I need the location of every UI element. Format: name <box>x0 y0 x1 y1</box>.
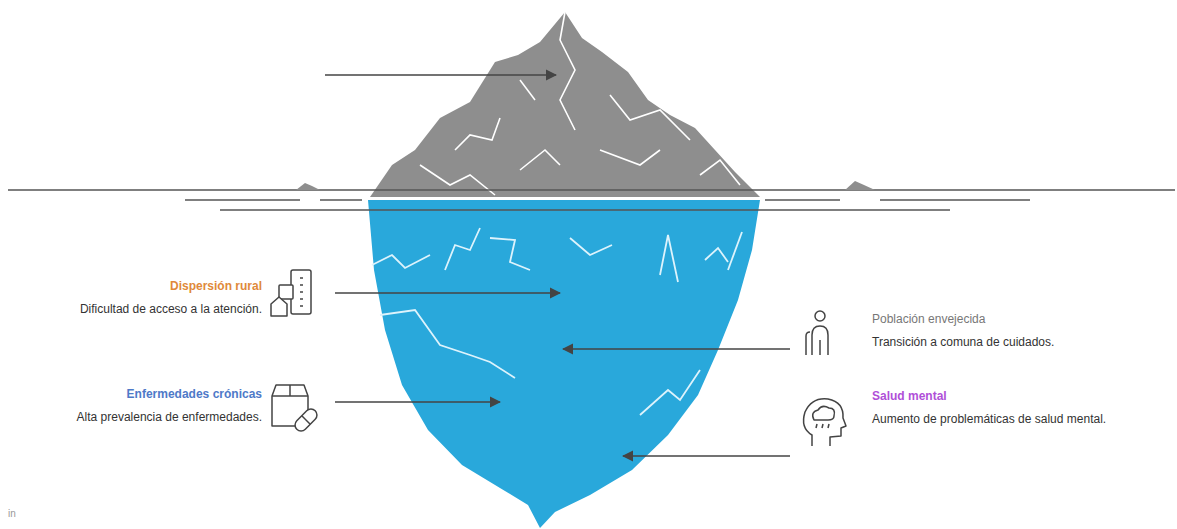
small-ice <box>845 181 875 190</box>
callout-body: Aumento de problemáticas de salud mental… <box>872 412 1175 426</box>
callout-body: Transición a comuna de cuidados. <box>872 335 1172 349</box>
medicine-icon <box>272 385 319 433</box>
waterline <box>8 190 1175 210</box>
iceberg-underwater <box>368 200 760 528</box>
leader-arrow <box>325 74 556 76</box>
leader-arrows <box>325 75 790 456</box>
callout-heading: Población envejecida <box>872 312 1172 326</box>
callout-heading: Enfermedades crónicas <box>2 387 262 401</box>
underwater-cracks <box>372 228 742 415</box>
leader-arrow <box>335 292 560 294</box>
building-icon <box>271 270 311 316</box>
mental-health-icon <box>804 399 846 446</box>
callout-heading: Salud mental <box>872 389 1172 403</box>
callout-body: Alta prevalencia de enfermedades. <box>2 410 262 424</box>
elderly-icon <box>806 311 828 355</box>
leader-arrow <box>335 401 500 403</box>
tip-cracks <box>420 12 740 195</box>
iceberg-tip <box>370 12 760 197</box>
callout-heading: Dispersión rural <box>2 279 262 293</box>
watermark: in <box>8 508 68 520</box>
leader-arrow <box>563 348 790 350</box>
callout-body: Dificultad de acceso a la atención. <box>2 302 262 316</box>
leader-arrow <box>623 455 790 457</box>
small-ice <box>296 183 320 190</box>
